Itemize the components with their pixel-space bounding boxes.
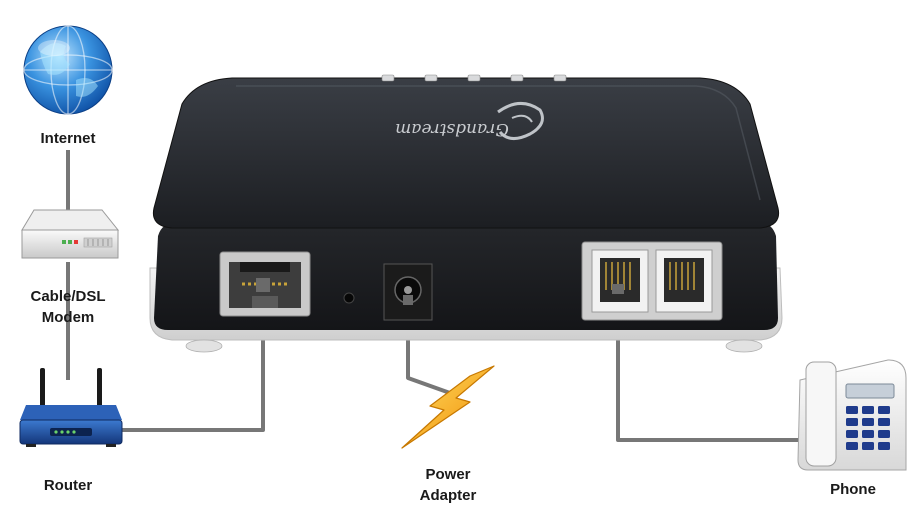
modem-icon [21, 209, 120, 259]
led-5 [553, 74, 567, 82]
phone-icon [797, 359, 907, 471]
lan-plug [256, 278, 270, 292]
modem-label-line1: Cable/DSL [30, 288, 106, 305]
internet-label-text: Internet [40, 130, 96, 147]
indicator-leds [381, 74, 567, 82]
device-foot-left [185, 339, 223, 353]
brand-logo: Grandstream [395, 102, 544, 140]
globe-icon [23, 25, 113, 115]
power-label-line2: Adapter [419, 487, 477, 504]
led-3 [467, 74, 481, 82]
ata-device: Grandstream [149, 74, 783, 353]
reset-hole [343, 292, 355, 304]
dc-power-jack [383, 263, 433, 321]
modem-label: Cable/DSL Modem [10, 286, 126, 328]
device-foot-right [725, 339, 763, 353]
led-2 [424, 74, 438, 82]
power-adapter-label: Power Adapter [398, 464, 498, 506]
router-icon [19, 368, 123, 447]
phone-plug [612, 284, 624, 294]
phone-ports [581, 241, 723, 321]
power-label-line1: Power [425, 466, 471, 483]
lightning-icon [401, 365, 495, 449]
brand-name: Grandstream [395, 119, 509, 139]
router-label-text: Router [43, 477, 93, 494]
dc-plug [403, 295, 413, 305]
phone-label-text: Phone [830, 481, 876, 498]
internet-label: Internet [18, 128, 118, 149]
modem-label-line2: Modem [41, 309, 95, 326]
led-4 [510, 74, 524, 82]
led-1 [381, 74, 395, 82]
router-label: Router [18, 475, 118, 496]
phone-label: Phone [808, 479, 898, 500]
